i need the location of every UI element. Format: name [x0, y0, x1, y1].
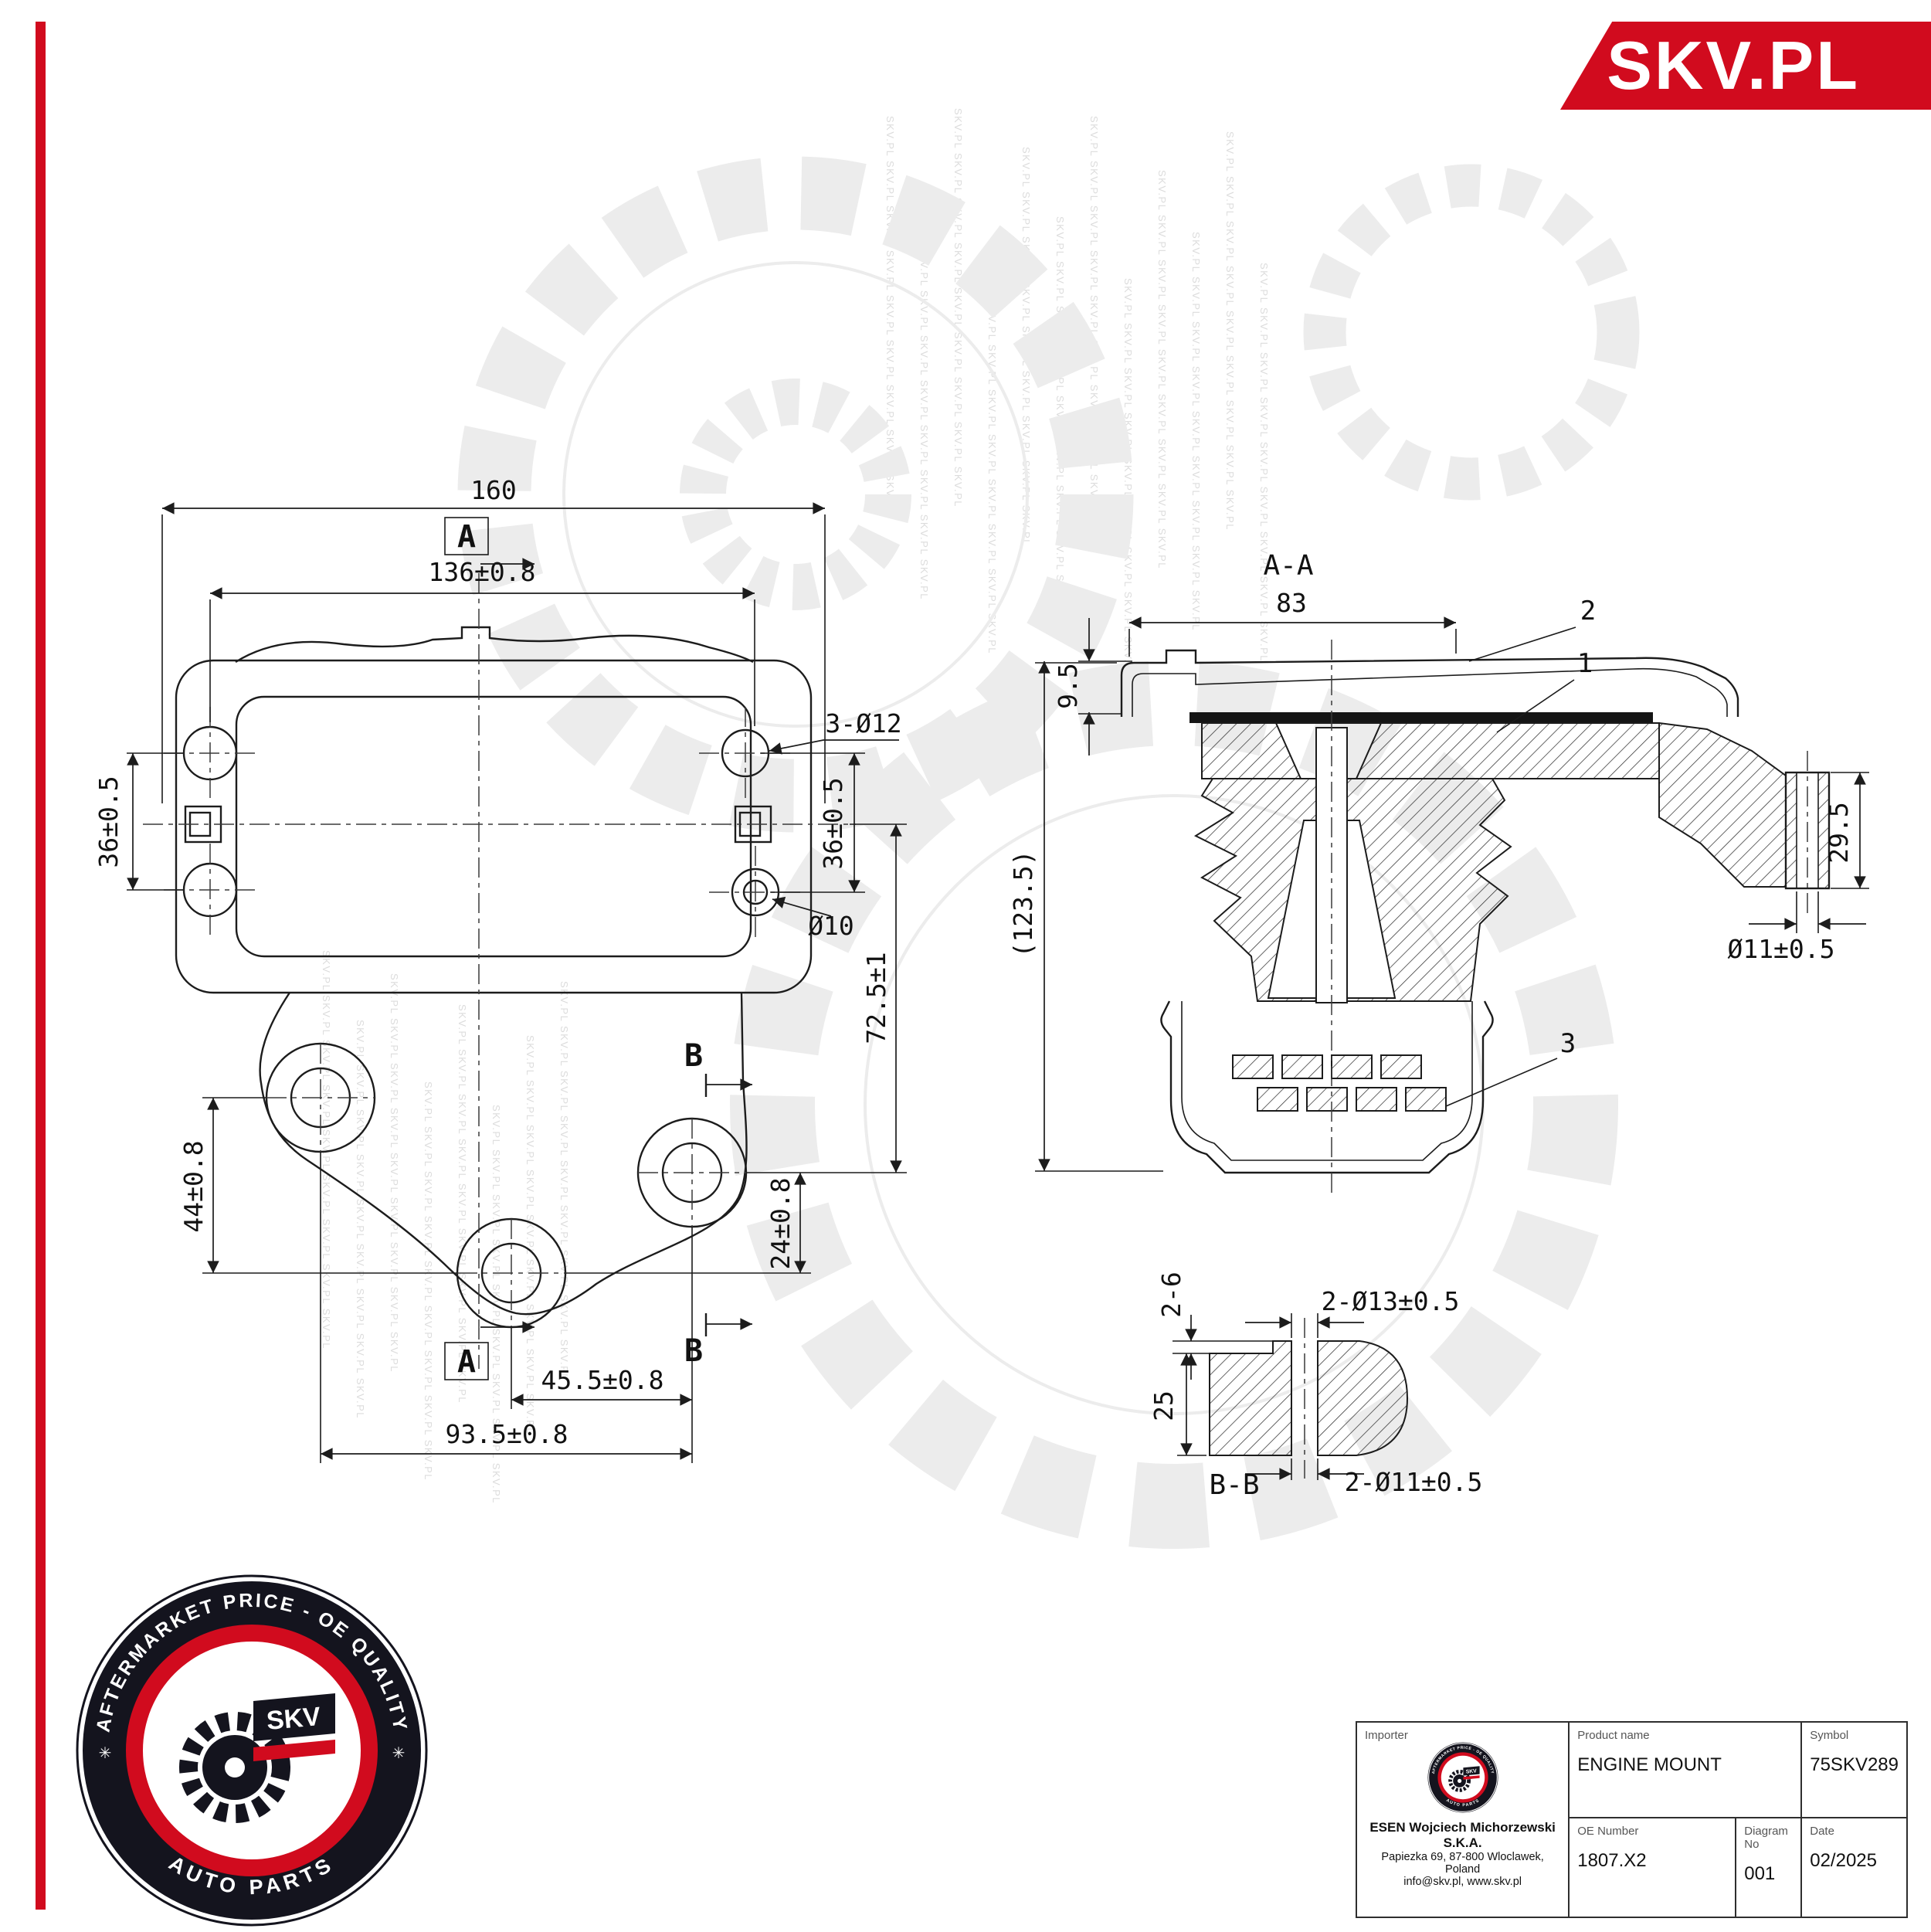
symbol-label: Symbol: [1810, 1729, 1849, 1742]
dim-lower-width: 93.5±0.8: [446, 1419, 568, 1449]
dim-bb-bottom-holes: 2-Ø11±0.5: [1345, 1467, 1483, 1497]
dim-aa-total-height: (123.5): [1008, 850, 1038, 957]
callout-part-3: 3: [1560, 1028, 1576, 1059]
product-name-value: ENGINE MOUNT: [1577, 1754, 1722, 1775]
stamp-gear-icon: SKV: [179, 1693, 335, 1823]
title-block-grid: Product name ENGINE MOUNT Symbol 75SKV28…: [1570, 1723, 1906, 1917]
symbol-value: 75SKV289: [1810, 1754, 1899, 1775]
front-view-centerlines: [143, 573, 856, 1369]
title-block-logo-brand: SKV: [1465, 1768, 1477, 1774]
dim-bb-top-holes: 2-Ø13±0.5: [1322, 1286, 1460, 1316]
dim-lower-right-height: 24±0.8: [765, 1177, 796, 1269]
watermark-gears: [457, 156, 1640, 1549]
title-block-logo: AFTERMARKET PRICE - OE QUALITY AUTO PART…: [1427, 1742, 1498, 1817]
oe-number-cell: OE Number 1807.X2: [1570, 1817, 1736, 1917]
marker-a-bottom: A: [457, 1344, 476, 1380]
product-name-label: Product name: [1577, 1729, 1650, 1742]
dim-bb-height: 25: [1149, 1390, 1179, 1421]
title-block-importer-cell: Importer AFTERMARKET PRICE - OE QUALITY …: [1357, 1723, 1570, 1917]
callout-part-2: 2: [1580, 596, 1596, 626]
importer-address: Papiezka 69, 87-800 Wloclawek, Poland: [1381, 1851, 1544, 1876]
dim-aa-flange: 9.5: [1053, 663, 1083, 709]
note-mid-right-hole: Ø10: [808, 911, 854, 941]
brand-banner: SKV.PL: [1560, 22, 1931, 110]
symbol-cell: Symbol 75SKV289: [1800, 1723, 1906, 1817]
front-view-outline: [175, 626, 813, 1329]
product-name-cell: Product name ENGINE MOUNT: [1570, 1723, 1800, 1817]
dim-inner-width: 136±0.8: [428, 557, 535, 587]
section-bb-view: 2-6 2-Ø13±0.5 25 B-B 2-Ø11±0.5: [1149, 1272, 1482, 1501]
dim-aa-arm-hole: Ø11±0.5: [1727, 934, 1834, 964]
dim-aa-top-width: 83: [1276, 588, 1307, 618]
front-view-section-markers: A A B B: [444, 517, 752, 1380]
importer-contact: info@skv.pl, www.skv.pl: [1403, 1876, 1522, 1888]
date-value: 02/2025: [1810, 1850, 1877, 1871]
date-label: Date: [1810, 1825, 1834, 1838]
front-view-dimensions: 160 136±0.8 36±0.5 3-Ø12 36±0.5 Ø10 72.5…: [93, 475, 907, 1463]
title-block: Importer AFTERMARKET PRICE - OE QUALITY …: [1356, 1721, 1908, 1918]
oe-number-label: OE Number: [1577, 1825, 1639, 1838]
section-aa-view: A-A: [1008, 550, 1869, 1193]
section-aa-title: A-A: [1263, 550, 1313, 582]
importer-company: ESEN Wojciech Michorzewski S.K.A.: [1369, 1820, 1556, 1850]
dim-left-holes: 36±0.5: [93, 776, 124, 868]
dim-right-holes: 36±0.5: [818, 777, 848, 869]
dim-aa-arm-height: 29.5: [1824, 802, 1854, 863]
dim-lower-left-height: 44±0.8: [178, 1140, 209, 1232]
date-cell: Date 02/2025: [1800, 1817, 1906, 1917]
section-bb-title: B-B: [1209, 1469, 1259, 1501]
marker-a-top: A: [457, 519, 476, 555]
dim-height-to-hole: 72.5±1: [861, 952, 891, 1044]
skv-stamp-logo: AFTERMARKET PRICE - OE QUALITY AUTO PART…: [74, 1573, 429, 1932]
diagram-no-cell: Diagram No 001: [1735, 1817, 1801, 1917]
stamp-brand-text: SKV: [266, 1702, 322, 1736]
dim-bb-step: 2-6: [1156, 1272, 1186, 1318]
importer-label: Importer: [1365, 1729, 1408, 1742]
section-aa-centerlines: [1331, 640, 1808, 1193]
stamp-separator-left-icon: ✳: [99, 1745, 112, 1762]
callout-part-1: 1: [1577, 648, 1593, 679]
oe-number-value: 1807.X2: [1577, 1850, 1647, 1871]
dim-lower-inner-width: 45.5±0.8: [541, 1365, 664, 1395]
dim-total-width: 160: [470, 475, 517, 505]
stamp-separator-right-icon: ✳: [392, 1745, 406, 1762]
diagram-no-label: Diagram No: [1744, 1825, 1788, 1851]
title-block-gear-icon: SKV: [1447, 1766, 1480, 1792]
left-accent-stripe: [36, 22, 46, 1910]
marker-b-top: B: [684, 1038, 703, 1074]
brand-logo-text: SKV.PL: [1607, 27, 1860, 104]
marker-b-bottom: B: [684, 1333, 703, 1369]
note-top-right-holes: 3-Ø12: [825, 708, 901, 739]
diagram-no-value: 001: [1744, 1863, 1776, 1884]
